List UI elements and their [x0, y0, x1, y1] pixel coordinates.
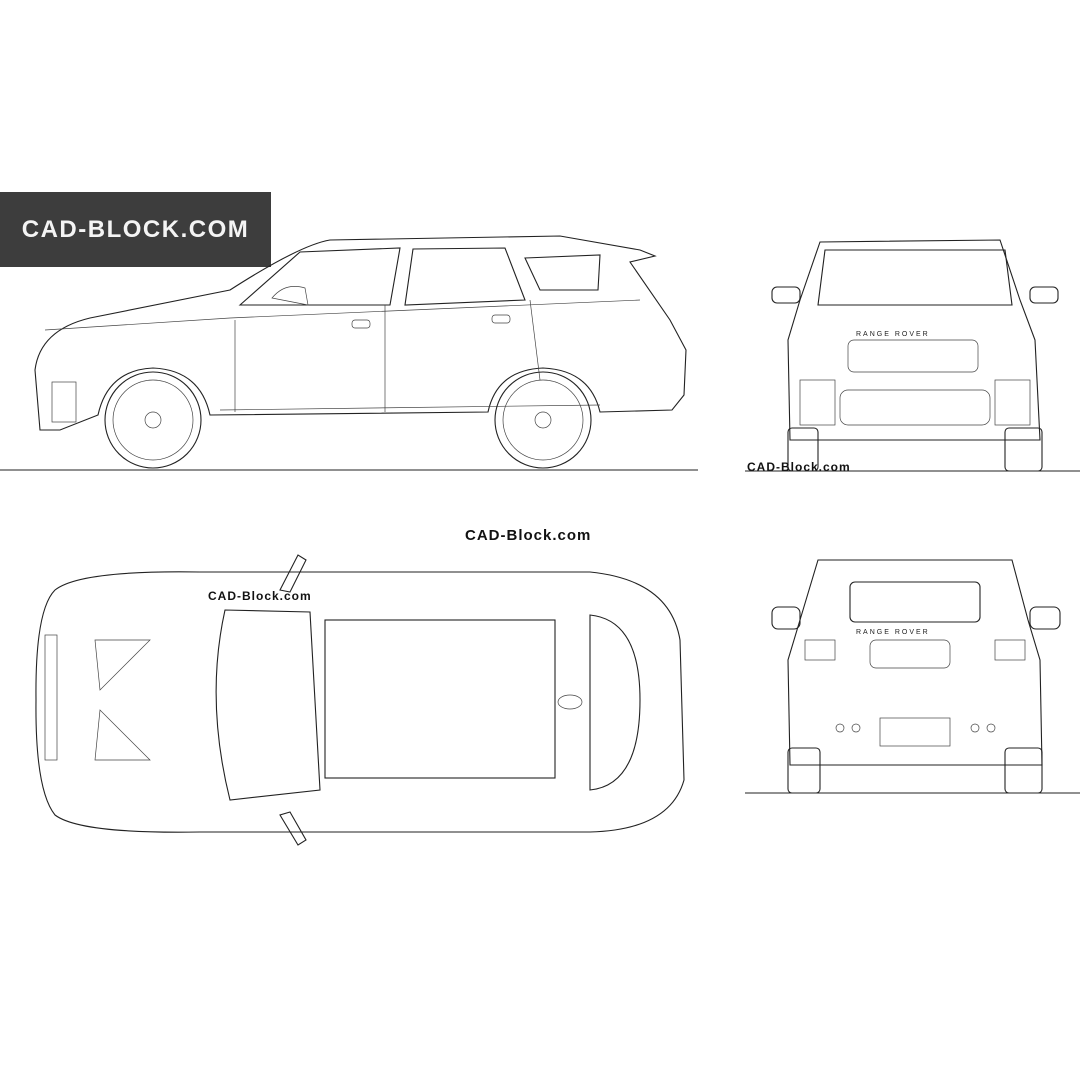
side-view	[0, 235, 698, 471]
top-view	[35, 554, 685, 846]
cad-block-logo: CAD-BLOCK.COM	[0, 192, 271, 267]
front-badge: RANGE ROVER	[856, 331, 930, 338]
front-view: RANGE ROVER	[745, 239, 1080, 472]
watermark: CAD-Block.com	[208, 589, 312, 603]
wheel	[494, 371, 592, 469]
rear-view: RANGE ROVER	[745, 559, 1080, 794]
watermark: CAD-Block.com	[465, 527, 592, 544]
rear-badge: RANGE ROVER	[856, 629, 930, 636]
wheel	[104, 371, 202, 469]
